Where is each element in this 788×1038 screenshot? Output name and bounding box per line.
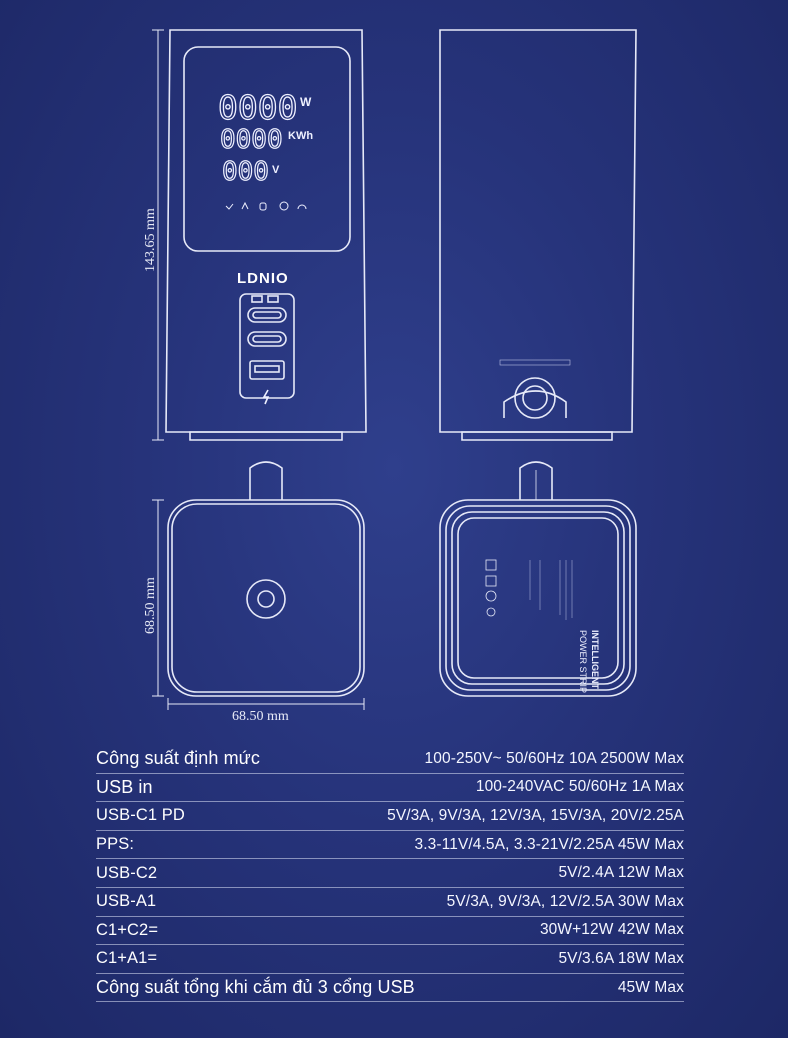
spec-row: Công suất tổng khi cắm đủ 3 cổng USB 45W … bbox=[96, 974, 684, 1003]
display-energy-unit: KWh bbox=[288, 130, 313, 142]
spec-row: USB-C1 PD 5V/3A, 9V/3A, 12V/3A, 15V/3A, 2… bbox=[96, 802, 684, 831]
bottom-label-intelligent: INTELLIGENT bbox=[590, 630, 600, 689]
spec-value: 30W+12W 42W Max bbox=[539, 921, 684, 939]
spec-label: PPS: bbox=[96, 835, 135, 854]
spec-label: USB-A1 bbox=[96, 892, 157, 911]
display-watts: 0000 bbox=[218, 88, 297, 127]
spec-row: C1+A1= 5V/3.6A 18W Max bbox=[96, 945, 684, 974]
spec-label: C1+C2= bbox=[96, 920, 159, 939]
display-volts-unit: V bbox=[272, 164, 280, 176]
spec-value: 5V/3A, 9V/3A, 12V/3A, 15V/3A, 20V/2.25A bbox=[387, 806, 684, 824]
display-volts: 000 bbox=[222, 157, 269, 187]
display-readouts: 0000 W 0000 KWh 000 V bbox=[217, 87, 313, 405]
spec-value: 100-240VAC 50/60Hz 1A Max bbox=[475, 778, 684, 796]
spec-row: Công suất định mức 100-250V~ 50/60Hz 10A … bbox=[96, 745, 684, 774]
gauge-icon bbox=[297, 204, 307, 210]
spec-value: 5V/3.6A 18W Max bbox=[558, 949, 684, 967]
spec-value: 5V/2.4A 12W Max bbox=[558, 864, 684, 882]
depth-dimension-label: 68.50 mm bbox=[143, 577, 158, 634]
power-icon bbox=[279, 201, 289, 211]
height-dimension-label: 143.65 mm bbox=[143, 208, 158, 272]
top-view bbox=[167, 461, 365, 697]
spec-value: 45W Max bbox=[617, 978, 684, 996]
spec-label: C1+A1= bbox=[96, 949, 158, 968]
brand-logo: LDNIO bbox=[237, 270, 289, 287]
back-view bbox=[439, 29, 637, 441]
spec-value: 5V/3A, 9V/3A, 12V/2.5A 30W Max bbox=[446, 892, 684, 910]
product-dimension-drawing: 0000 W 0000 KWh 000 V LDNIO INTELLIGENT … bbox=[143, 29, 637, 724]
bottom-view bbox=[439, 461, 637, 697]
spec-row: USB-A1 5V/3A, 9V/3A, 12V/2.5A 30W Max bbox=[96, 888, 684, 917]
spec-value: 100-250V~ 50/60Hz 10A 2500W Max bbox=[424, 749, 684, 767]
spec-label: USB-C1 PD bbox=[96, 806, 185, 825]
spec-table: Công suất định mức 100-250V~ 50/60Hz 10A … bbox=[96, 745, 684, 1003]
spec-row: PPS: 3.3-11V/4.5A, 3.3-21V/2.25A 45W Max bbox=[96, 831, 684, 860]
display-watts-unit: W bbox=[300, 95, 312, 109]
spec-label: Công suất định mức bbox=[96, 748, 260, 769]
check-icon bbox=[225, 203, 234, 210]
display-energy: 0000 bbox=[220, 125, 283, 155]
spec-label: USB in bbox=[96, 776, 153, 797]
width-dimension-label: 68.50 mm bbox=[232, 709, 289, 724]
spec-row: USB in 100-240VAC 50/60Hz 1A Max bbox=[96, 774, 684, 803]
spec-label: Công suất tổng khi cắm đủ 3 cổng USB bbox=[96, 977, 415, 998]
battery-icon bbox=[259, 202, 267, 211]
bottom-label-power-strip: POWER STRIP bbox=[578, 630, 588, 693]
spec-value: 3.3-11V/4.5A, 3.3-21V/2.25A 45W Max bbox=[414, 835, 684, 853]
spec-row: USB-C2 5V/2.4A 12W Max bbox=[96, 859, 684, 888]
lightning-icon bbox=[262, 389, 270, 405]
triangle-icon bbox=[241, 201, 249, 210]
spec-label: USB-C2 bbox=[96, 863, 158, 882]
spec-row: C1+C2= 30W+12W 42W Max bbox=[96, 917, 684, 946]
